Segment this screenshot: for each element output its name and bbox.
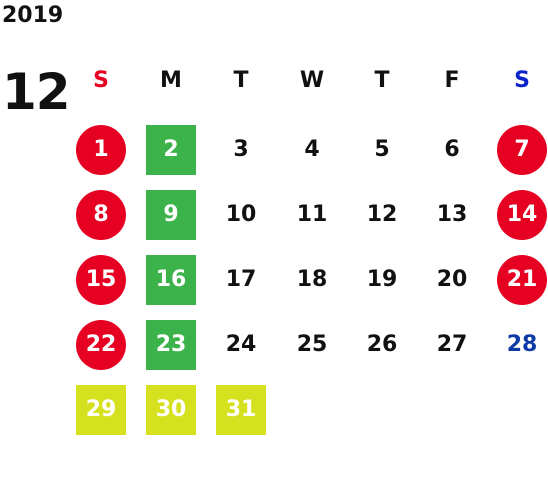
day-cell[interactable]: 11: [296, 202, 328, 227]
day-cell[interactable]: 5: [374, 137, 390, 162]
weekday-header: T: [374, 68, 390, 93]
day-cell[interactable]: 6: [444, 137, 460, 162]
day-cell[interactable]: 19: [366, 267, 398, 292]
weekday-header: S: [514, 68, 530, 93]
day-cell[interactable]: 10: [225, 202, 257, 227]
day-cell[interactable]: 24: [225, 332, 257, 357]
day-cell[interactable]: 15: [76, 255, 126, 305]
day-cell[interactable]: 9: [146, 190, 196, 240]
day-cell[interactable]: 2: [146, 125, 196, 175]
day-cell[interactable]: 4: [304, 137, 320, 162]
day-cell[interactable]: 31: [216, 385, 266, 435]
day-cell[interactable]: 22: [76, 320, 126, 370]
day-cell[interactable]: 25: [296, 332, 328, 357]
day-cell[interactable]: 3: [233, 137, 249, 162]
day-cell[interactable]: 7: [497, 125, 547, 175]
day-cell[interactable]: 18: [296, 267, 328, 292]
weekday-header: M: [160, 68, 182, 93]
weekday-header: W: [299, 68, 325, 93]
day-cell[interactable]: 17: [225, 267, 257, 292]
day-cell[interactable]: 1: [76, 125, 126, 175]
month-number: 12: [2, 63, 71, 121]
day-cell[interactable]: 16: [146, 255, 196, 305]
day-cell[interactable]: 8: [76, 190, 126, 240]
weekday-header: F: [444, 68, 460, 93]
day-cell[interactable]: 13: [436, 202, 468, 227]
weekday-header: T: [233, 68, 249, 93]
weekday-header: S: [93, 68, 109, 93]
day-cell[interactable]: 29: [76, 385, 126, 435]
year-label: 2019: [2, 3, 64, 28]
day-cell[interactable]: 26: [366, 332, 398, 357]
day-cell[interactable]: 23: [146, 320, 196, 370]
day-cell[interactable]: 21: [497, 255, 547, 305]
day-cell[interactable]: 28: [506, 332, 538, 357]
day-cell[interactable]: 12: [366, 202, 398, 227]
day-cell[interactable]: 14: [497, 190, 547, 240]
day-cell[interactable]: 27: [436, 332, 468, 357]
day-cell[interactable]: 20: [436, 267, 468, 292]
day-cell[interactable]: 30: [146, 385, 196, 435]
